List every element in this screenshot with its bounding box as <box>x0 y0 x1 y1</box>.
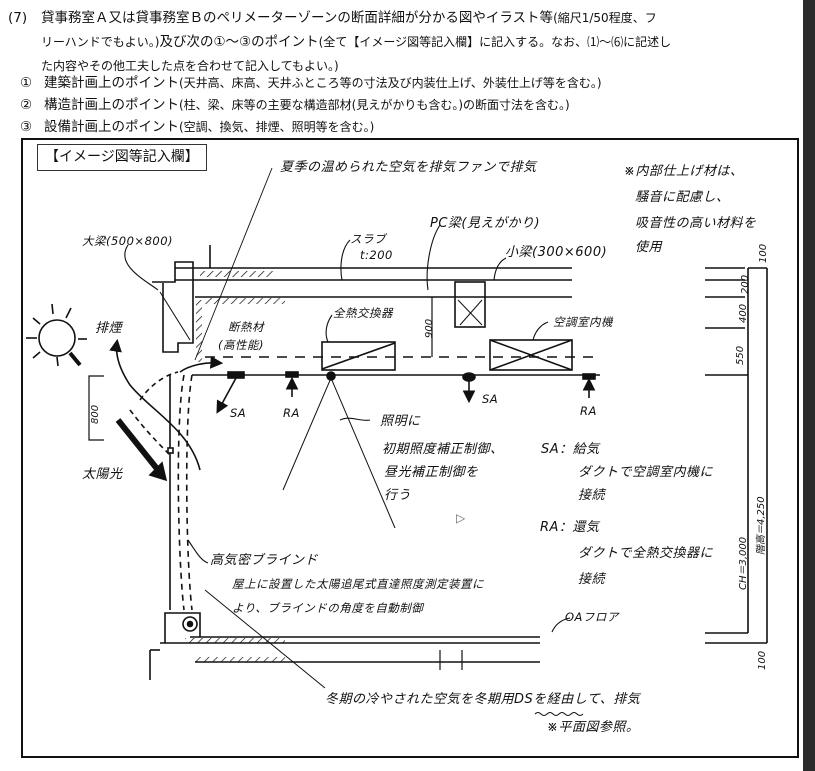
sa-note-3: 接続 <box>578 488 606 503</box>
dim-ceiling-height: CH＝3,000 <box>738 536 749 590</box>
sunlight-arrow <box>115 418 161 472</box>
sa-diffuser <box>227 371 245 379</box>
ra-note-1: RA：還気 <box>540 520 600 535</box>
ac-unit-label: 空調室内機 <box>553 315 613 329</box>
blind-title: 高気密ブラインド <box>210 553 319 568</box>
oa-floor-label: OAフロア <box>565 610 619 624</box>
sunlight-label: 太陽光 <box>82 467 123 482</box>
question-line-3: た内容やその他工夫した点を合わせて記入してもよい。) <box>41 59 339 73</box>
point-detail: (空調、換気、排煙、照明等を含む。) <box>179 120 375 134</box>
ra-grille-2 <box>582 373 596 380</box>
sun-icon <box>38 319 76 357</box>
question-note-cont: リーハンドでもよい。) <box>41 35 160 49</box>
point-title: 設備計画上のポイント <box>44 119 179 135</box>
insulation-performance-label: (高性能) <box>218 338 264 352</box>
lighting-note-1: 照明に <box>380 414 421 429</box>
sa-note-2: ダクトで空調室内機に <box>578 465 714 480</box>
summer-exhaust-note: 夏季の温められた空気を排気ファンで排気 <box>280 160 537 175</box>
window-edge <box>803 0 815 771</box>
heat-exchanger-label: 全熱交換器 <box>333 306 393 320</box>
slab-thickness-label: t:200 <box>360 248 393 262</box>
heat-exchanger-box <box>321 341 396 371</box>
main-beam-outline <box>152 261 194 353</box>
question-main-text: 貸事務室Ａ又は貸事務室Ｂのペリメーターゾーンの断面詳細が分かる図やイラスト等 <box>41 10 554 26</box>
lighting-note-2: 初期照度補正制御、 <box>382 442 504 457</box>
point-title: 構造計画上のポイント <box>44 97 179 113</box>
blind-note-2: より、ブラインドの角度を自動制御 <box>232 601 424 615</box>
lighting-note-3: 昼光補正制御を <box>384 465 479 480</box>
finish-note-line-4: 使用 <box>635 240 663 255</box>
smoke-exhaust-label: 排煙 <box>95 321 123 336</box>
answer-area-label: 【イメージ図等記入欄】 <box>37 144 207 171</box>
small-beam-box <box>454 281 486 328</box>
question-note: (縮尺1/50程度、フ <box>553 11 657 25</box>
mouse-cursor-icon: ▷ <box>456 511 466 525</box>
point-marker: ③ <box>20 119 33 135</box>
blind-note-1: 屋上に設置した太陽追尾式直達照度測定装置に <box>232 577 484 591</box>
dim-bottom-100: 100 <box>757 650 768 670</box>
point-detail: (天井高、床高、天井ふところ等の寸法及び内装仕上げ、外装仕上げ等を含む。) <box>179 76 602 90</box>
lighting-note-4: 行う <box>384 488 412 503</box>
ds-wavy-underline <box>534 712 584 716</box>
point-marker: ① <box>20 75 33 91</box>
ra-label-2: RA <box>580 404 597 418</box>
insulation-hatch-wall <box>196 300 202 362</box>
finish-note-line-2: 騒音に配慮し、 <box>635 190 730 205</box>
ra-label-1: RA <box>283 406 300 420</box>
question-line-2: リーハンドでもよい。)及び次の①～③のポイント(全て【イメージ図等記入欄】に記入… <box>41 30 671 54</box>
dim-200: 200 <box>740 274 751 294</box>
ac-unit-box <box>489 339 573 371</box>
ra-note-2: ダクトで全熱交換器に <box>578 546 714 561</box>
question-line-1: 貸事務室Ａ又は貸事務室Ｂのペリメーターゾーンの断面詳細が分かる図やイラスト等(縮… <box>41 6 657 30</box>
light-fixture <box>326 371 336 381</box>
main-beam-label: 大梁(500×800) <box>82 234 174 248</box>
dim-floor-height: 階高＝4,250 <box>756 496 767 555</box>
sa-label-1: SA <box>230 406 247 420</box>
insulation-label: 断熱材 <box>228 320 264 334</box>
floor-perimeter-box <box>164 612 201 643</box>
dim-550: 550 <box>735 345 746 365</box>
pc-beam-label: PC梁(見えがかり) <box>430 216 541 231</box>
small-beam-label: 小梁(300×600) <box>505 245 608 260</box>
smoke-exhaust-arrow <box>109 338 201 471</box>
point-marker: ② <box>20 97 33 113</box>
ra-grille <box>285 371 299 378</box>
point-title: 建築計画上のポイント <box>44 75 179 91</box>
winter-note-2: ※平面図参照。 <box>547 720 640 735</box>
sa-label-2: SA <box>482 392 499 406</box>
dim-top-100: 100 <box>758 243 769 263</box>
slab-label: スラブ <box>350 232 386 246</box>
perimeter-fan-icon <box>182 616 198 632</box>
sa-note-1: SA：給気 <box>541 442 600 457</box>
finish-note-line-1: ※内部仕上げ材は、 <box>624 164 744 179</box>
insulation-hatch-top <box>200 271 275 277</box>
question-main-text-2: 及び次の①～③のポイント <box>159 34 319 50</box>
dim-800: 800 <box>90 404 101 424</box>
question-note-2: (全て【イメージ図等記入欄】に記入する。なお、⑴～⑹に記述し <box>318 35 672 49</box>
sa-diffuser-2 <box>462 372 476 382</box>
point-detail: (柱、梁、床等の主要な構造部材(見えがかりも含む。)の断面寸法を含む。) <box>179 98 570 112</box>
dim-900: 900 <box>424 318 435 338</box>
ra-note-3: 接続 <box>578 572 606 587</box>
answer-area-frame <box>21 138 799 758</box>
finish-note-line-3: 吸音性の高い材料を <box>635 216 757 231</box>
insulation-hatch-ceiling <box>205 298 285 304</box>
question-number: (7) <box>8 10 28 26</box>
dim-400: 400 <box>738 303 749 323</box>
winter-note-1: 冬期の冷やされた空気を冬期用DSを経由して、排気 <box>325 692 641 707</box>
